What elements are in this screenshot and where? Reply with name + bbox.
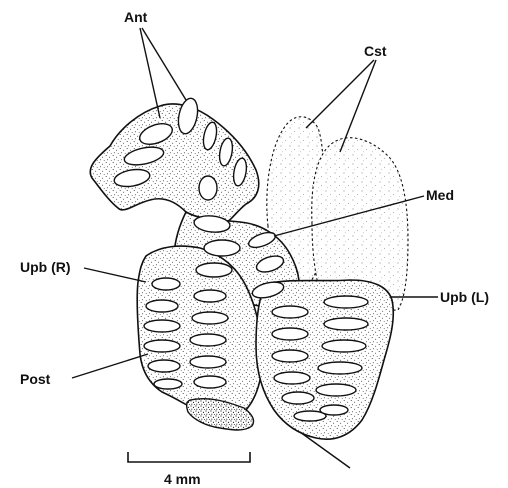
- anterior-plate: [90, 104, 259, 227]
- label-post: Post: [20, 371, 51, 387]
- tooth: [272, 328, 308, 340]
- leader-upb-r: [84, 268, 146, 282]
- label-upb-r: Upb (R): [20, 259, 71, 275]
- scale-bar-line: [128, 452, 250, 462]
- tooth: [204, 240, 240, 256]
- tooth: [324, 318, 368, 330]
- tooth: [274, 372, 310, 384]
- tooth: [316, 384, 356, 396]
- tooth: [190, 334, 226, 346]
- tooth: [190, 356, 226, 368]
- tooth: [324, 296, 368, 308]
- tooth: [318, 362, 362, 374]
- tooth: [194, 290, 226, 302]
- tooth: [272, 350, 308, 362]
- leader-post: [72, 354, 148, 378]
- label-upb-l: Upb (L): [440, 289, 489, 305]
- label-med: Med: [426, 187, 454, 203]
- leader-cst-left: [306, 60, 374, 128]
- tooth: [152, 278, 180, 290]
- tooth: [272, 306, 308, 318]
- tooth: [194, 376, 226, 388]
- label-cst: Cst: [364, 43, 387, 59]
- tooth: [322, 340, 366, 352]
- scale-bar: 4 mm: [128, 452, 250, 487]
- scale-bar-label: 4 mm: [164, 471, 201, 487]
- tooth: [144, 320, 180, 332]
- tooth: [282, 392, 314, 404]
- tooth: [199, 176, 217, 200]
- tooth: [148, 360, 180, 372]
- tooth: [144, 340, 180, 352]
- tooth: [154, 379, 182, 389]
- tooth: [146, 300, 178, 312]
- tooth: [192, 312, 228, 324]
- leader-cst-right: [340, 60, 376, 152]
- tooth: [320, 405, 348, 415]
- tooth: [196, 263, 232, 277]
- label-ant: Ant: [124, 9, 148, 25]
